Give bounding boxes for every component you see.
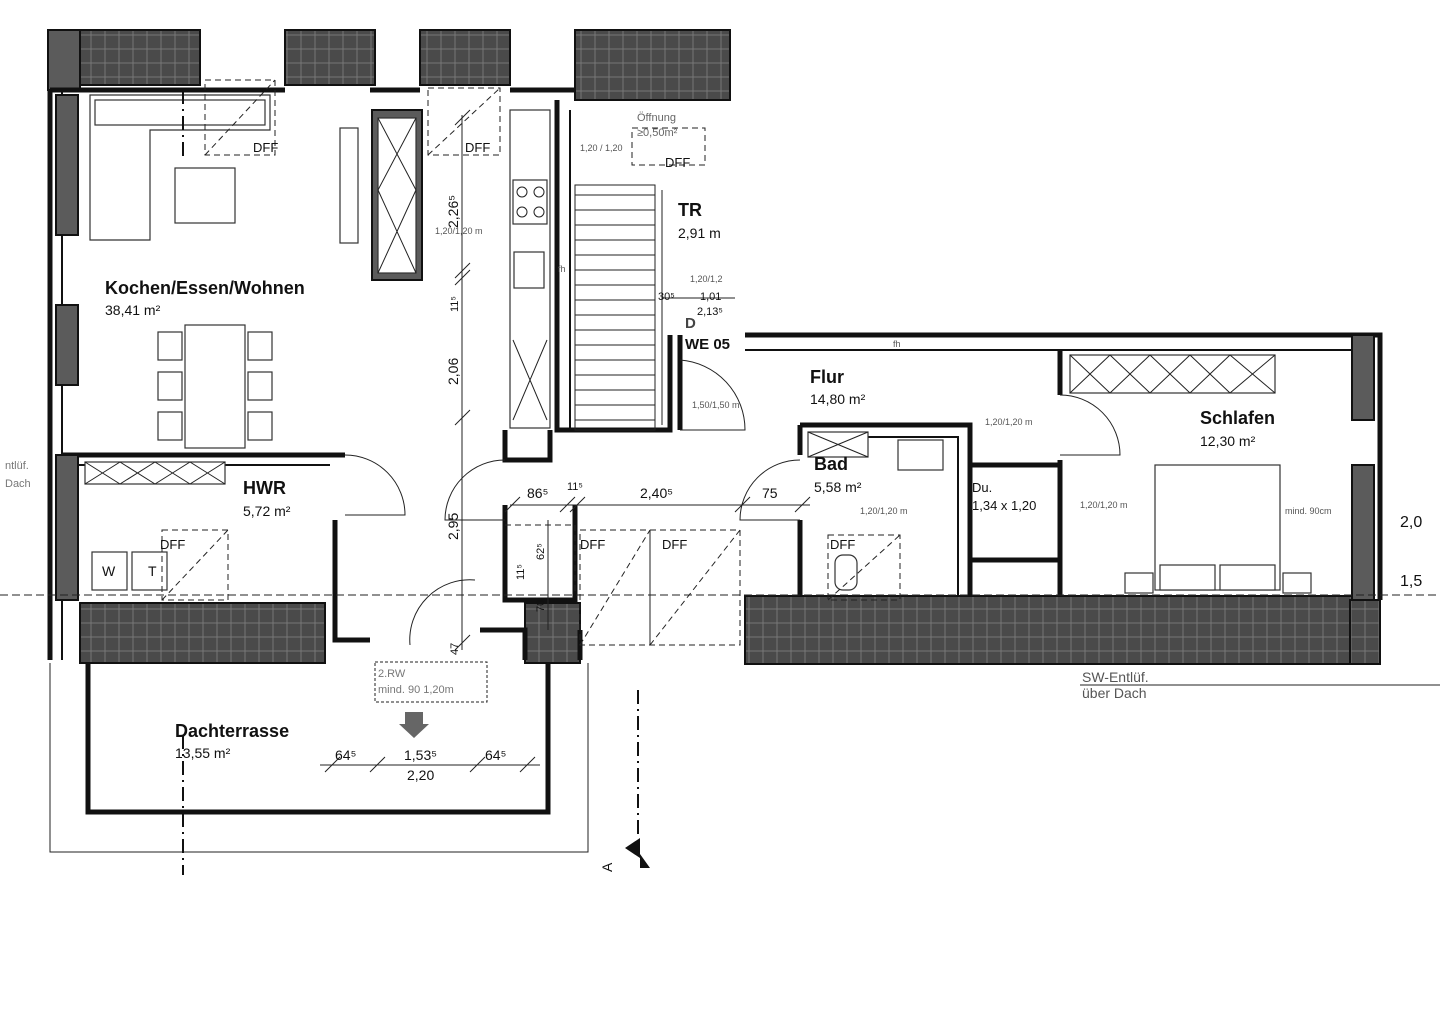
oeffnung-size: ≥0,50m² xyxy=(637,127,678,139)
left-vent-1: ntlüf. xyxy=(5,460,29,472)
du-size: 1,34 x 1,20 xyxy=(972,498,1036,513)
room-tr-area: 2,91 m xyxy=(678,225,721,241)
misc-labels: WE 05 D Öffnung ≥0,50m² DFF DFF DFF DFF … xyxy=(5,112,1422,872)
oeffnung-label: Öffnung xyxy=(637,112,676,124)
dim-70: 70 xyxy=(535,600,547,612)
roof-windows xyxy=(161,79,901,646)
rw-label: 2.RW xyxy=(378,668,406,680)
dim-2135: 2,13⁵ xyxy=(697,306,723,318)
dryer-label: T xyxy=(148,563,157,579)
dff-label-1: DFF xyxy=(253,140,278,155)
room-hwr-name: HWR xyxy=(243,478,286,498)
dim-645a: 64⁵ xyxy=(335,747,356,763)
window-label-5: 1,20/1,20 m xyxy=(985,417,1033,427)
unit-label: WE 05 xyxy=(685,336,730,353)
room-dachterrasse: Dachterrasse 13,55 m² xyxy=(175,721,289,761)
staircase xyxy=(574,184,663,431)
dim-206: 2,06 xyxy=(445,358,461,385)
window-label-2: 1,20 / 1,20 xyxy=(580,143,623,153)
fh-label-2: fh xyxy=(893,339,901,349)
dim-101: 1,01 xyxy=(700,291,721,303)
section-lines xyxy=(0,90,1440,875)
dff-label-7: DFF xyxy=(830,537,855,552)
window-label-8: mind. 90cm xyxy=(1285,506,1332,516)
dim-865: 86⁵ xyxy=(527,485,548,501)
section-marker: A xyxy=(599,862,615,872)
dim-47: 47 xyxy=(449,643,461,655)
room-schlafen: Schlafen 12,30 m² xyxy=(1200,408,1275,449)
door-swings xyxy=(344,359,1121,646)
dim-645b: 64⁵ xyxy=(485,747,506,763)
room-bad-name: Bad xyxy=(814,454,848,474)
room-schlafen-area: 12,30 m² xyxy=(1200,433,1256,449)
room-flur-name: Flur xyxy=(810,367,844,387)
room-bad: Bad 5,58 m² xyxy=(814,454,862,495)
dim-115b: 11⁵ xyxy=(567,481,583,493)
dimension-texts: 2,26⁵ 11⁵ 2,06 2,95 47 86⁵ 11⁵ 2,40⁵ 75 … xyxy=(335,195,778,783)
window-label-7: 1,20/1,20 m xyxy=(1080,500,1128,510)
room-tr-name: TR xyxy=(678,200,702,220)
room-hwr-area: 5,72 m² xyxy=(243,503,291,519)
room-schlafen-name: Schlafen xyxy=(1200,408,1275,428)
room-flur: Flur 14,80 m² xyxy=(810,367,866,407)
dim-115c: 11⁵ xyxy=(515,564,527,580)
window-label-6: 1,20/1,20 m xyxy=(860,506,908,516)
left-vent-2: Dach xyxy=(5,478,31,490)
dim-2405: 2,40⁵ xyxy=(640,485,673,501)
room-hwr: HWR 5,72 m² xyxy=(243,478,291,519)
washer-label: W xyxy=(102,563,116,579)
window-label-4: 1,50/1,50 m xyxy=(692,400,740,410)
terrace xyxy=(49,661,589,853)
room-dachterrasse-name: Dachterrasse xyxy=(175,721,289,741)
roof-bands xyxy=(47,29,1381,665)
sw-label-2: über Dach xyxy=(1082,685,1147,701)
dff-label-6: DFF xyxy=(662,537,687,552)
dff-label-2: DFF xyxy=(465,140,490,155)
dimension-lines xyxy=(320,109,811,773)
dim-1535: 1,53⁵ xyxy=(404,747,437,763)
furniture xyxy=(84,94,1312,594)
room-flur-area: 14,80 m² xyxy=(810,391,866,407)
window-labels: 1,20/1,20 m 1,20 / 1,20 1,20/1,2 1,50/1,… xyxy=(435,143,1332,516)
dff-label-4: DFF xyxy=(160,537,185,552)
dim-220: 2,20 xyxy=(407,767,434,783)
room-kochen-name: Kochen/Essen/Wohnen xyxy=(105,278,305,298)
right-edge-2: 1,5 xyxy=(1400,573,1422,590)
dim-2265: 2,26⁵ xyxy=(445,195,461,228)
dim-115a: 11⁵ xyxy=(449,296,461,312)
sw-label-1: SW-Entlüf. xyxy=(1082,669,1149,685)
unit-marker: D xyxy=(685,315,696,332)
dim-295: 2,95 xyxy=(445,513,461,540)
room-bad-area: 5,58 m² xyxy=(814,479,862,495)
side-windows xyxy=(55,94,1375,601)
rw-size: mind. 90 1,20m xyxy=(378,684,454,696)
window-label-1: 1,20/1,20 m xyxy=(435,226,483,236)
room-kochen: Kochen/Essen/Wohnen 38,41 m² xyxy=(105,278,305,318)
right-edge-1: 2,0 xyxy=(1400,514,1422,531)
dff-label-3: DFF xyxy=(665,155,690,170)
window-label-3: 1,20/1,2 xyxy=(690,274,723,284)
du-label: Du. xyxy=(972,480,992,495)
room-tr: TR 2,91 m xyxy=(678,200,721,241)
dim-75: 75 xyxy=(762,485,778,501)
dim-30: 30⁵ xyxy=(658,291,675,303)
room-dachterrasse-area: 13,55 m² xyxy=(175,745,231,761)
dff-label-5: DFF xyxy=(580,537,605,552)
dim-625: 62⁵ xyxy=(535,543,547,560)
room-kochen-area: 38,41 m² xyxy=(105,302,161,318)
fh-label-1: fh xyxy=(558,264,566,274)
